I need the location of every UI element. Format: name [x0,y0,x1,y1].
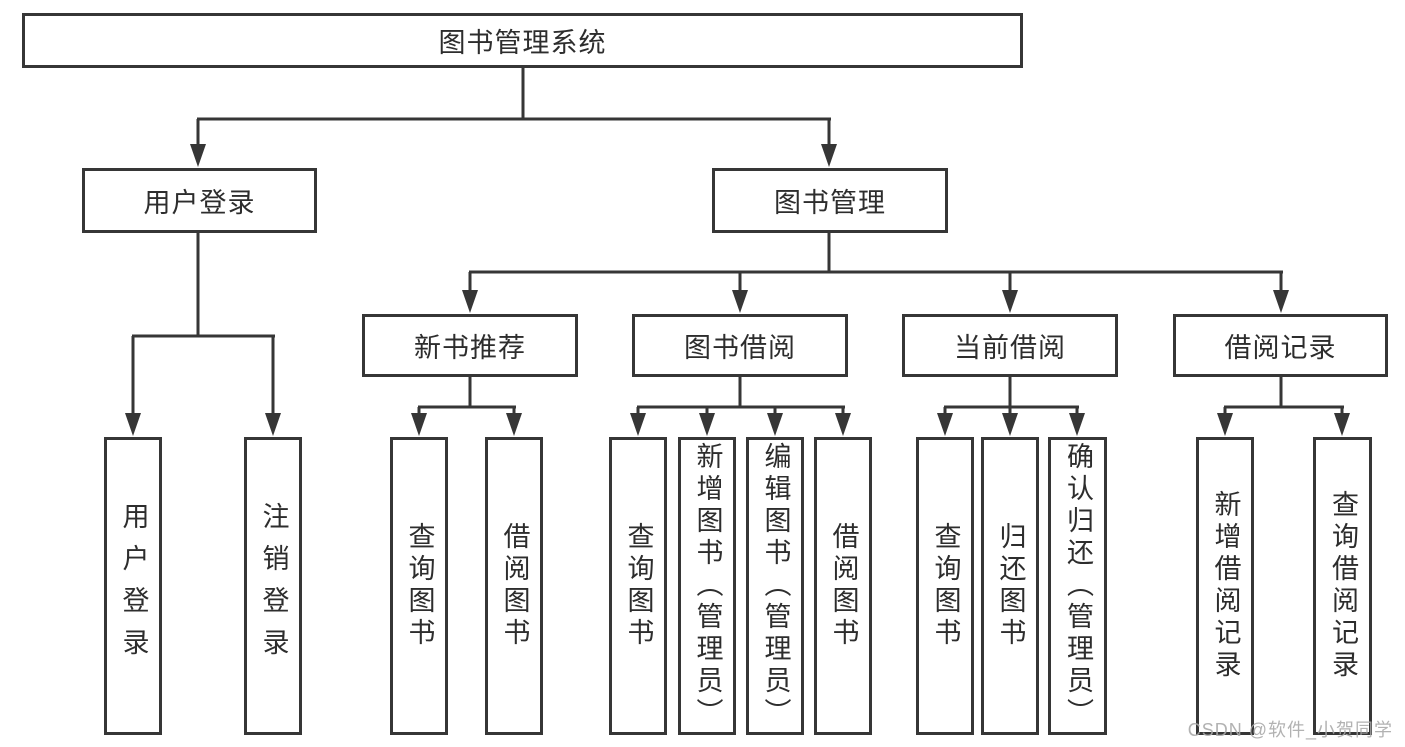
leaf-logout-label: 注销登录 [258,502,289,670]
node-book-borrow: 图书借阅 [632,314,848,377]
leaf-edit-book-admin: 编辑图书（管理员） [746,437,804,735]
leaf-edit-book-admin-label: 编辑图书（管理员） [760,442,791,730]
watermark: CSDN @软件_小贺同学 [1187,720,1393,740]
leaf-borrow-books-recommend: 借阅图书 [485,437,543,735]
node-new-book-recommend-label: 新书推荐 [414,333,526,363]
leaf-query-books-current-label: 查询图书 [930,522,961,650]
leaf-confirm-return-admin: 确认归还（管理员） [1048,437,1107,735]
node-book-borrow-label: 图书借阅 [684,333,796,363]
leaf-borrow-books-2-label: 借阅图书 [828,522,859,650]
leaf-borrow-books-recommend-label: 借阅图书 [499,522,530,650]
node-current-borrow-label: 当前借阅 [954,333,1066,363]
leaf-add-borrow-record: 新增借阅记录 [1196,437,1254,735]
leaf-query-borrow-record-label: 查询借阅记录 [1328,490,1358,682]
node-user-login: 用户登录 [82,168,317,233]
leaf-user-login-label: 用户登录 [118,502,149,670]
node-root-label: 图书管理系统 [438,28,607,58]
leaf-user-login: 用户登录 [104,437,162,735]
node-book-management: 图书管理 [712,168,948,233]
leaf-return-book-label: 归还图书 [995,522,1026,650]
node-user-login-label: 用户登录 [143,188,256,218]
leaf-query-books-borrow: 查询图书 [609,437,667,735]
leaf-query-books-recommend-label: 查询图书 [404,522,435,650]
leaf-logout: 注销登录 [244,437,302,735]
node-book-management-label: 图书管理 [774,188,886,218]
node-borrow-records: 借阅记录 [1173,314,1388,377]
leaf-add-borrow-record-label: 新增借阅记录 [1210,490,1241,682]
node-current-borrow: 当前借阅 [902,314,1118,377]
leaf-query-borrow-record: 查询借阅记录 [1313,437,1372,735]
leaf-confirm-return-admin-label: 确认归还（管理员） [1063,442,1093,730]
leaf-add-book-admin: 新增图书（管理员） [678,437,736,735]
leaf-query-books-borrow-label: 查询图书 [623,522,654,650]
leaf-query-books-recommend: 查询图书 [390,437,448,735]
leaf-add-book-admin-label: 新增图书（管理员） [692,442,723,730]
leaf-return-book: 归还图书 [981,437,1039,735]
leaf-query-books-current: 查询图书 [916,437,974,735]
node-root: 图书管理系统 [22,13,1023,68]
node-new-book-recommend: 新书推荐 [362,314,578,377]
node-borrow-records-label: 借阅记录 [1224,333,1337,363]
leaf-borrow-books-2: 借阅图书 [814,437,872,735]
